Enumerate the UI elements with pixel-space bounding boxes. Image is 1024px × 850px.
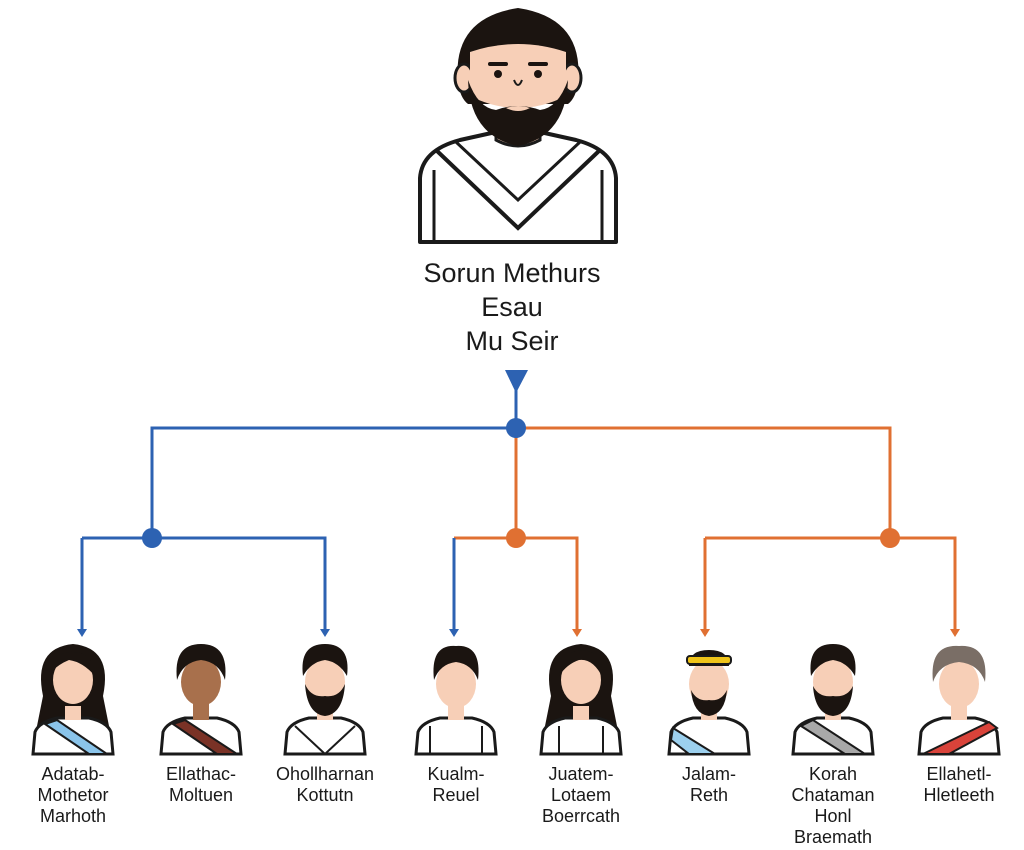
- right-junction-dot: [880, 528, 900, 548]
- connector-left-bar: [80, 536, 327, 630]
- child-4-line-2: Reuel: [432, 785, 480, 805]
- root-person: [408, 0, 628, 250]
- child-name-4: Kualm- Reuel: [397, 764, 515, 806]
- connector-middle-bar: [454, 536, 579, 630]
- woman-long-hair-icon: [539, 644, 623, 756]
- root-arrow-marker: [505, 370, 528, 393]
- child-name-3: Ohollharnan Kottutn: [266, 764, 384, 806]
- child-5-line-2: Lotaem: [550, 785, 612, 805]
- middle-junction-dot: [506, 528, 526, 548]
- connector-root-left: [150, 426, 516, 538]
- child-name-6: Jalam- Reth: [650, 764, 768, 806]
- child-5-line-1: Juatem-: [548, 764, 614, 784]
- child-1-line-2: Mothetor: [37, 785, 109, 805]
- child-2-line-2: Moltuen: [168, 785, 234, 805]
- child-node-5: Juatem- Lotaem Boerrcath: [522, 636, 640, 827]
- bearded-man-icon: [791, 644, 875, 756]
- woman-long-hair-icon: [31, 644, 115, 756]
- child-name-2: Ellathac- Moltuen: [142, 764, 260, 806]
- child-name-7: Korah Chataman Honl Braemath: [774, 764, 892, 848]
- left-junction-dot: [142, 528, 162, 548]
- child-6-line-2: Reth: [689, 785, 729, 805]
- child-name-5: Juatem- Lotaem Boerrcath: [522, 764, 640, 827]
- child-4-line-1: Kualm-: [427, 764, 485, 784]
- arrow-child-8: [950, 629, 960, 637]
- bearded-man-icon: [283, 644, 367, 756]
- child-node-1: Adatab- Mothetor Marhoth: [14, 636, 132, 827]
- root-name-line-1: Sorun Methurs: [423, 258, 601, 288]
- connector-root-right: [516, 426, 892, 538]
- child-7-line-2: Chataman: [791, 785, 875, 805]
- child-7-line-4: Braemath: [793, 827, 873, 847]
- child-node-7: Korah Chataman Honl Braemath: [774, 636, 892, 848]
- crowned-man-icon: [667, 650, 751, 756]
- root-junction-dot: [506, 418, 526, 438]
- child-node-3: Ohollharnan Kottutn: [266, 636, 384, 806]
- man-dark-skin-icon: [159, 644, 243, 756]
- arrow-child-6: [700, 629, 710, 637]
- child-node-6: Jalam- Reth: [650, 636, 768, 806]
- child-3-line-1: Ohollharnan: [275, 764, 375, 784]
- connector-right-bar: [703, 536, 957, 630]
- child-1-line-1: Adatab-: [41, 764, 105, 784]
- man-icon: [414, 645, 498, 756]
- child-3-line-2: Kottutn: [296, 785, 354, 805]
- child-8-line-2: Hletleeth: [923, 785, 995, 805]
- child-6-line-1: Jalam-: [681, 764, 736, 784]
- root-name-line-3: Mu Seir: [465, 326, 559, 356]
- arrow-child-1: [77, 629, 87, 637]
- child-name-8: Ellahetl- Hletleeth: [900, 764, 1018, 806]
- root-name-line-2: Esau: [481, 292, 543, 322]
- arrow-child-4: [449, 629, 459, 637]
- child-node-4: Kualm- Reuel: [397, 636, 515, 806]
- child-8-line-1: Ellahetl-: [926, 764, 992, 784]
- arrow-child-3: [320, 629, 330, 637]
- bearded-man-icon: [418, 8, 618, 244]
- child-1-line-3: Marhoth: [39, 806, 107, 826]
- child-5-line-3: Boerrcath: [541, 806, 621, 826]
- child-7-line-3: Honl: [814, 806, 852, 826]
- child-node-2: Ellathac- Moltuen: [142, 636, 260, 806]
- child-name-1: Adatab- Mothetor Marhoth: [14, 764, 132, 827]
- child-2-line-1: Ellathac-: [165, 764, 237, 784]
- child-node-8: Ellahetl- Hletleeth: [900, 636, 1018, 806]
- child-7-line-1: Korah: [808, 764, 858, 784]
- arrow-child-5: [572, 629, 582, 637]
- root-person-name: Sorun Methurs Esau Mu Seir: [312, 256, 712, 358]
- man-gray-hair-icon: [917, 645, 1001, 756]
